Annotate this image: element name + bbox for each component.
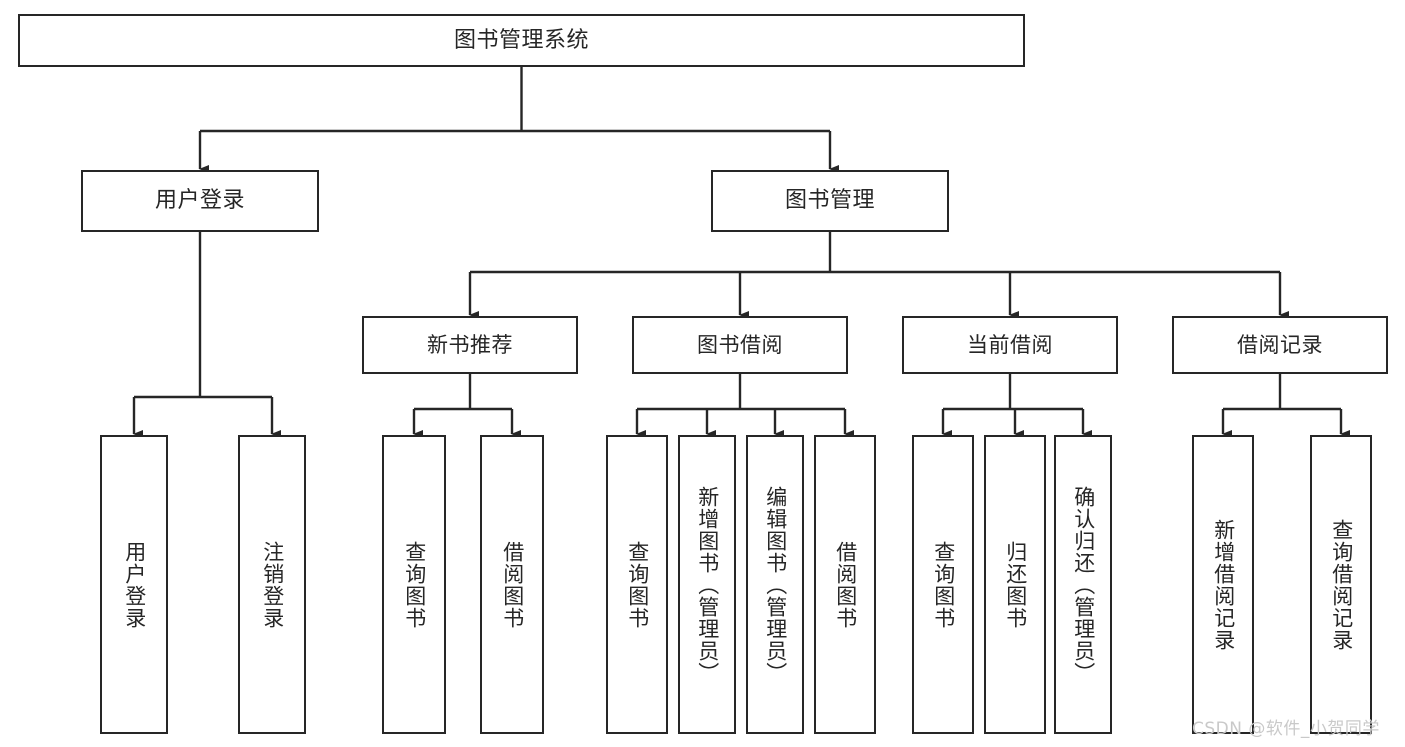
node-leaf-current-1[interactable]: 查询图书 xyxy=(912,435,974,734)
node-leaf-borrow-3[interactable]: 编辑图书（管理员） xyxy=(746,435,804,734)
node-label: 借阅图书 xyxy=(500,540,525,629)
node-label: 新增借阅记录 xyxy=(1211,518,1236,651)
node-label: 新书推荐 xyxy=(427,332,513,357)
node-root[interactable]: 图书管理系统 xyxy=(18,14,1025,67)
node-label: 编辑图书（管理员） xyxy=(763,485,788,684)
node-label: 查询图书 xyxy=(402,540,427,629)
node-leaf-current-3[interactable]: 确认归还（管理员） xyxy=(1054,435,1112,734)
node-leaf-login-2[interactable]: 注销登录 xyxy=(238,435,306,734)
node-login[interactable]: 用户登录 xyxy=(81,170,319,232)
node-label: 新增图书（管理员） xyxy=(695,485,720,684)
node-bookmgmt[interactable]: 图书管理 xyxy=(711,170,949,232)
node-label: 注销登录 xyxy=(260,540,285,629)
node-label: 图书管理 xyxy=(784,188,875,214)
node-leaf-borrow-2[interactable]: 新增图书（管理员） xyxy=(678,435,736,734)
node-leaf-records-1[interactable]: 新增借阅记录 xyxy=(1192,435,1254,734)
node-leaf-newbook-2[interactable]: 借阅图书 xyxy=(480,435,544,734)
node-label: 查询图书 xyxy=(931,540,956,629)
node-leaf-records-2[interactable]: 查询借阅记录 xyxy=(1310,435,1372,734)
node-label: 借阅记录 xyxy=(1237,332,1323,357)
node-leaf-current-2[interactable]: 归还图书 xyxy=(984,435,1046,734)
watermark-text: CSDN @软件_小贺同学 xyxy=(1192,719,1380,739)
node-label: 图书借阅 xyxy=(697,332,783,357)
node-label: 用户登录 xyxy=(122,540,147,629)
node-borrow[interactable]: 图书借阅 xyxy=(632,316,848,374)
node-records[interactable]: 借阅记录 xyxy=(1172,316,1388,374)
node-label: 查询借阅记录 xyxy=(1329,518,1354,651)
node-label: 用户登录 xyxy=(154,188,245,214)
node-label: 借阅图书 xyxy=(833,540,858,629)
node-label: 当前借阅 xyxy=(967,332,1053,357)
node-leaf-login-1[interactable]: 用户登录 xyxy=(100,435,168,734)
node-leaf-borrow-4[interactable]: 借阅图书 xyxy=(814,435,876,734)
node-newbook[interactable]: 新书推荐 xyxy=(362,316,578,374)
node-label: 查询图书 xyxy=(625,540,650,629)
node-label: 确认归还（管理员） xyxy=(1071,485,1096,684)
node-leaf-borrow-1[interactable]: 查询图书 xyxy=(606,435,668,734)
node-label: 归还图书 xyxy=(1003,540,1028,629)
node-leaf-newbook-1[interactable]: 查询图书 xyxy=(382,435,446,734)
node-label: 图书管理系统 xyxy=(453,27,589,53)
node-current[interactable]: 当前借阅 xyxy=(902,316,1118,374)
